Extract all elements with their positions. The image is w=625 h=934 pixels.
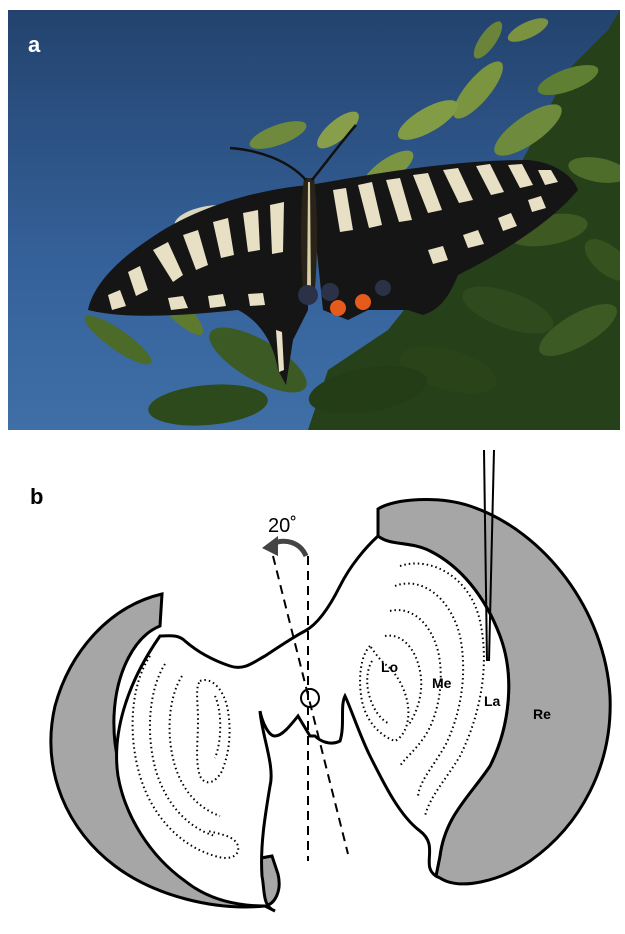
optic-lobe-schematic-panel: b [0, 436, 625, 929]
panel-letter-b: b [30, 484, 43, 510]
panel-letter-a: a [28, 32, 40, 58]
label-medulla: Me [432, 675, 452, 691]
label-lamina: La [484, 693, 501, 709]
optic-lobe-diagram: 20˚ Lo Me La Re [0, 436, 625, 929]
label-retina: Re [533, 706, 551, 722]
label-lobula: Lo [381, 659, 398, 675]
butterfly-photo [8, 10, 620, 430]
rotation-arrow [262, 536, 306, 556]
butterfly-photo-panel: a [8, 10, 620, 430]
angle-label: 20˚ [268, 515, 297, 537]
